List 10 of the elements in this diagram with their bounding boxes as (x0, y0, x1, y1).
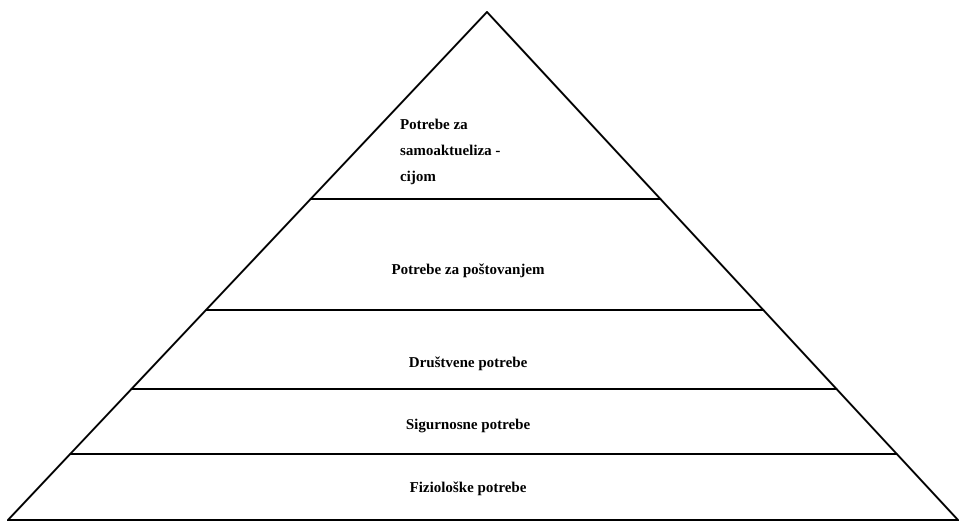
pyramid-level (130, 309, 838, 390)
level-label: Potrebe za poštovanjem (391, 261, 545, 280)
pyramid-level (69, 388, 898, 455)
pyramid-level (7, 453, 959, 521)
pyramid-level (205, 198, 765, 311)
pyramid-apex-level (309, 11, 662, 200)
level-label: Društvene potrebe (408, 354, 528, 373)
level-label: Fiziološke potrebe (410, 479, 526, 498)
level-label: Sigurnosne potrebe (406, 416, 530, 435)
level-label: Potrebe za samoaktueliza -cijom (400, 116, 502, 187)
